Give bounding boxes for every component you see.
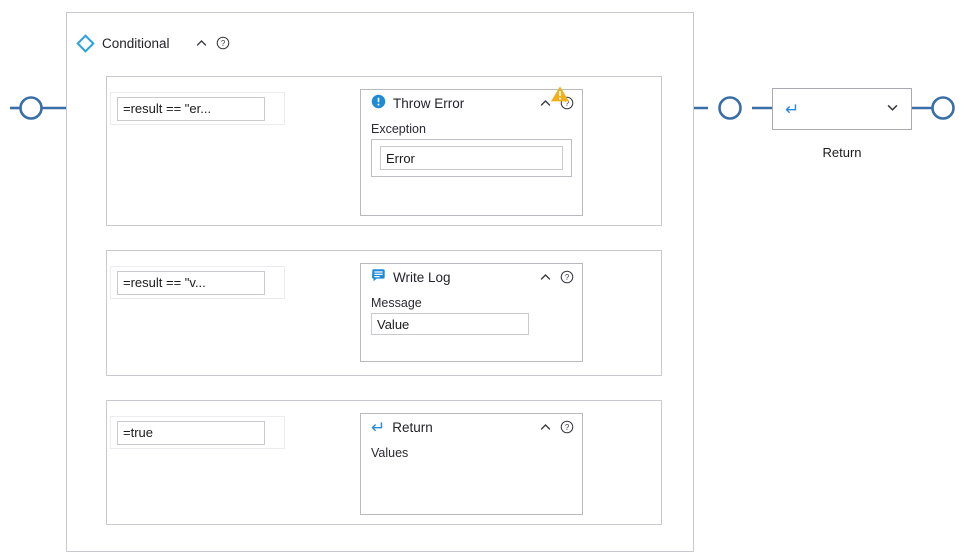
node-header-return-branch[interactable]: ↵ Return ? [361,414,582,440]
condition-field-wrapper-1[interactable]: =result == "er... [110,92,285,125]
node-header-tools-3: ? [540,420,574,434]
warning-triangle-icon[interactable] [550,85,570,103]
node-title-write-log: Write Log [393,269,451,285]
chevron-up-icon[interactable] [540,98,551,109]
node-header-write-log[interactable]: Write Log ? [361,264,582,290]
node-return-branch[interactable]: ↵ Return ? Values [360,413,583,515]
chevron-up-icon[interactable] [540,272,551,283]
diamond-icon [76,33,95,53]
return-node-collapsed[interactable]: ↵ [772,88,912,130]
chevron-up-icon[interactable] [540,422,551,433]
return-arrow-icon: ↵ [785,99,800,119]
return-arrow-icon: ↵ [371,417,386,437]
svg-text:?: ? [220,39,225,48]
condition-input-2[interactable]: =result == "v... [117,270,265,295]
chevron-up-icon[interactable] [196,38,207,49]
field-label-values: Values [371,446,409,460]
svg-text:?: ? [565,423,570,432]
field-box-exception: Error [371,139,572,177]
help-icon[interactable]: ? [216,36,230,50]
condition-field-wrapper-3[interactable]: =true [110,416,285,449]
condition-input-3[interactable]: =true [117,420,265,445]
node-throw-error[interactable]: Throw Error ? Exception Error [360,89,583,216]
field-label-exception: Exception [371,122,426,136]
message-input[interactable]: Value [371,313,529,335]
svg-text:?: ? [565,99,570,108]
help-icon[interactable]: ? [560,420,574,434]
node-header-throw-error[interactable]: Throw Error ? [361,90,582,116]
node-header-tools-2: ? [540,270,574,284]
error-info-icon [371,94,386,112]
exception-input[interactable]: Error [380,146,563,170]
field-label-message: Message [371,296,422,310]
conditional-title: Conditional [102,35,170,51]
node-header-tools-1: ? [540,96,574,110]
condition-input-1[interactable]: =result == "er... [117,96,265,121]
node-title-return-branch: Return [392,419,433,435]
message-log-icon [371,268,386,286]
chevron-down-icon[interactable] [886,101,899,117]
conditional-header[interactable]: Conditional ? [76,31,309,55]
return-node-caption: Return [822,145,862,160]
svg-text:?: ? [565,273,570,282]
node-write-log[interactable]: Write Log ? Message Value [360,263,583,362]
node-title-throw-error: Throw Error [393,95,465,111]
help-icon[interactable]: ? [560,96,574,110]
condition-field-wrapper-2[interactable]: =result == "v... [110,266,285,299]
help-icon[interactable]: ? [560,270,574,284]
